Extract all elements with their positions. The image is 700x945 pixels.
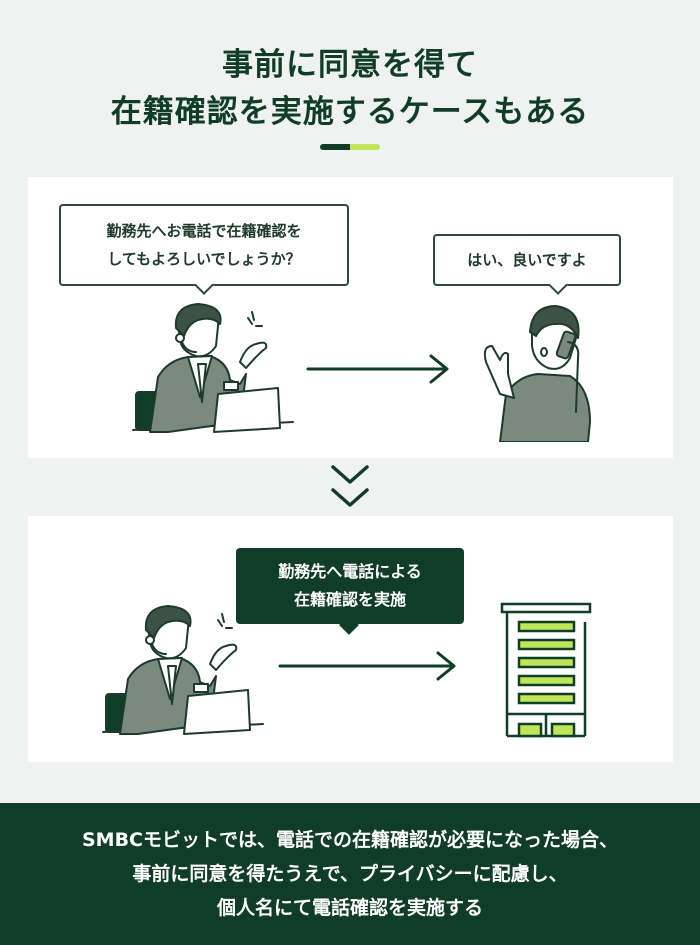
call-bubble-line-2: 在籍確認を実施 <box>293 590 406 609</box>
title-line-1: 事前に同意を得て <box>222 47 478 83</box>
office-building-icon <box>500 602 592 738</box>
call-bubble-line-1: 勤務先へ電話による <box>278 562 422 581</box>
call-action-bubble: 勤務先へ電話による 在籍確認を実施 <box>236 548 464 624</box>
operator-speech-bubble: 勤務先へお電話で在籍確認を してもよろしいでしょうか？ <box>59 204 349 286</box>
operator-bubble-line-1: 勤務先へお電話で在籍確認を <box>106 222 302 240</box>
accent-dark-segment <box>320 144 350 150</box>
arrow-right-icon <box>306 354 449 384</box>
scene-workplace-call: 勤務先へ電話による 在籍確認を実施 <box>28 516 673 762</box>
title-line-2: 在籍確認を実施するケースもある <box>110 94 590 130</box>
double-chevron-down-icon <box>331 465 369 507</box>
title-underline-accent <box>320 144 380 150</box>
summary-line-3: 個人名にて電話確認を実施する <box>216 897 483 919</box>
page-title: 事前に同意を得て 在籍確認を実施するケースもある <box>0 42 700 136</box>
operator-headset-illustration <box>132 303 294 433</box>
arrow-right-icon <box>278 651 456 681</box>
person-on-phone-illustration <box>483 305 591 442</box>
summary-banner: SMBCモビットでは、電話での在籍確認が必要になった場合、 事前に同意を得たうえ… <box>0 803 700 945</box>
customer-bubble-text: はい、良いですよ <box>467 251 587 269</box>
operator-headset-illustration <box>102 605 264 735</box>
operator-bubble-line-2: してもよろしいでしょうか？ <box>107 250 301 268</box>
scene-consent-request: 勤務先へお電話で在籍確認を してもよろしいでしょうか？ はい、良いですよ <box>28 177 673 458</box>
accent-light-segment <box>350 144 380 150</box>
customer-speech-bubble: はい、良いですよ <box>433 234 621 286</box>
summary-line-2: 事前に同意を得たうえで、プライバシーに配慮し、 <box>132 863 568 885</box>
summary-line-1: SMBCモビットでは、電話での在籍確認が必要になった場合、 <box>81 829 619 851</box>
